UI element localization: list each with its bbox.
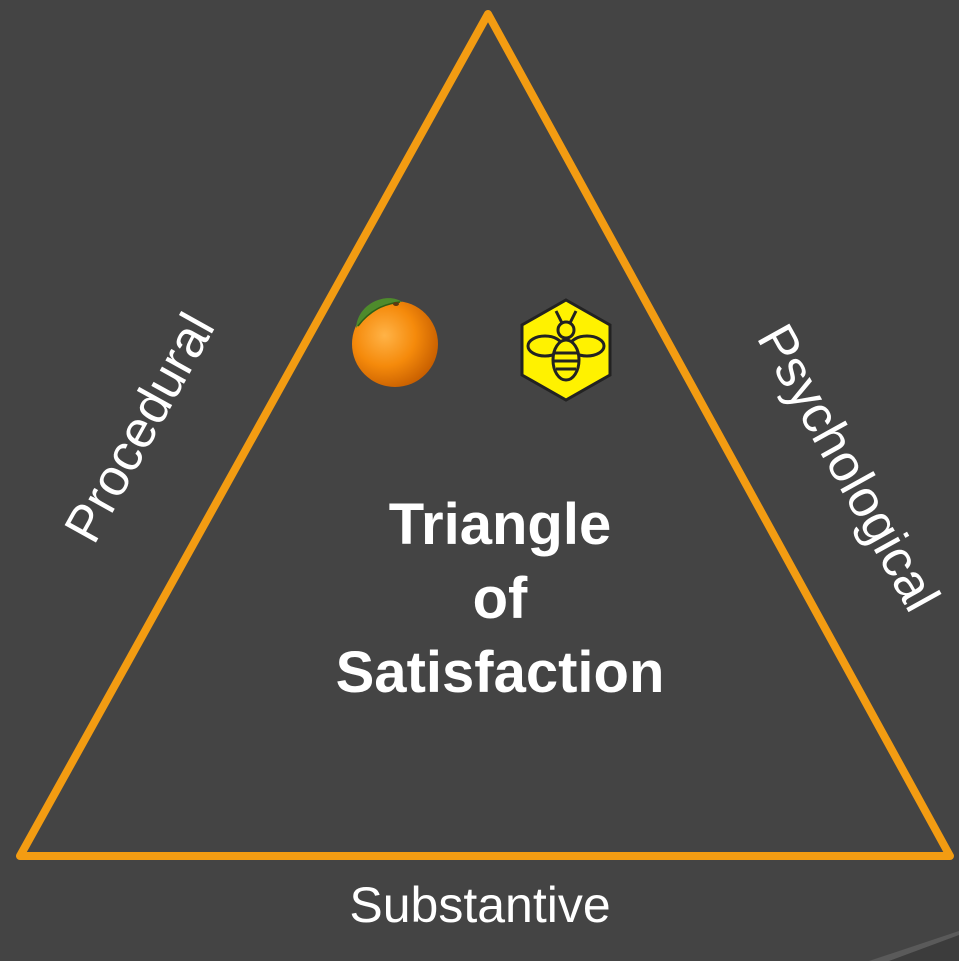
diagram-title: Triangle of Satisfaction <box>270 488 730 710</box>
orange-icon <box>352 298 438 387</box>
title-line-satisfaction: Satisfaction <box>335 640 665 705</box>
title-line-of: of <box>472 566 528 631</box>
title-line-triangle: Triangle <box>388 492 612 557</box>
page-curl-icon <box>869 931 959 961</box>
bee-icon <box>520 298 612 402</box>
substantive-label: Substantive <box>349 877 611 933</box>
